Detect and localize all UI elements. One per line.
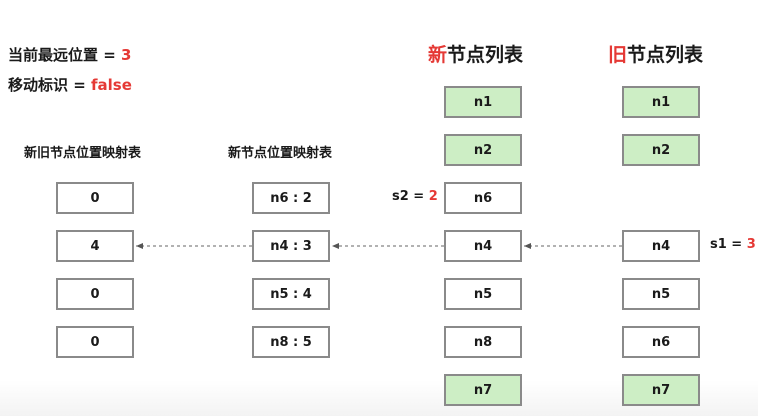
new-list-node: n1	[444, 86, 522, 118]
farthest-position-value: 3	[121, 46, 132, 64]
old-list-node: n6	[622, 326, 700, 358]
new-list-node: n4	[444, 230, 522, 262]
new-old-map-cell: 4	[56, 230, 134, 262]
new-list-node: n5	[444, 278, 522, 310]
new-list-heading: 新节点列表	[428, 40, 523, 67]
new-old-map-cell: 0	[56, 278, 134, 310]
old-heading-prefix: 旧	[608, 44, 628, 66]
new-pos-map-cell: n5 : 4	[252, 278, 330, 310]
new-heading-prefix: 新	[428, 44, 448, 66]
new-list-node: n7	[444, 374, 522, 406]
moved-flag-value: false	[91, 76, 132, 94]
s2-pointer-label: s2 = 2	[392, 189, 438, 204]
moved-flag-label: 移动标识 =	[8, 76, 92, 94]
old-list-heading: 旧节点列表	[608, 40, 703, 67]
s1-pointer-label: s1 = 3	[710, 237, 756, 252]
new-list-node: n6	[444, 182, 522, 214]
new-pos-map-cell: n8 : 5	[252, 326, 330, 358]
s1-label: s1 =	[710, 237, 747, 252]
farthest-position-line: 当前最远位置 = 3	[8, 44, 131, 65]
new-pos-map-cell: n4 : 3	[252, 230, 330, 262]
old-list-node: n4	[622, 230, 700, 262]
new-old-map-cell: 0	[56, 326, 134, 358]
s2-label: s2 =	[392, 189, 429, 204]
s1-value: 3	[746, 237, 756, 252]
s2-value: 2	[428, 189, 438, 204]
old-list-node: n5	[622, 278, 700, 310]
new-old-map-cell: 0	[56, 182, 134, 214]
farthest-position-label: 当前最远位置 =	[8, 46, 122, 64]
new-pos-map-title: 新节点位置映射表	[228, 146, 333, 161]
new-old-map-title: 新旧节点位置映射表	[24, 146, 142, 161]
old-list-node: n7	[622, 374, 700, 406]
old-list-node: n1	[622, 86, 700, 118]
new-list-node: n8	[444, 326, 522, 358]
old-heading-rest: 节点列表	[627, 44, 704, 66]
new-pos-map-cell: n6 : 2	[252, 182, 330, 214]
new-list-node: n2	[444, 134, 522, 166]
old-list-node: n2	[622, 134, 700, 166]
new-heading-rest: 节点列表	[447, 44, 524, 66]
moved-flag-line: 移动标识 = false	[8, 74, 132, 95]
